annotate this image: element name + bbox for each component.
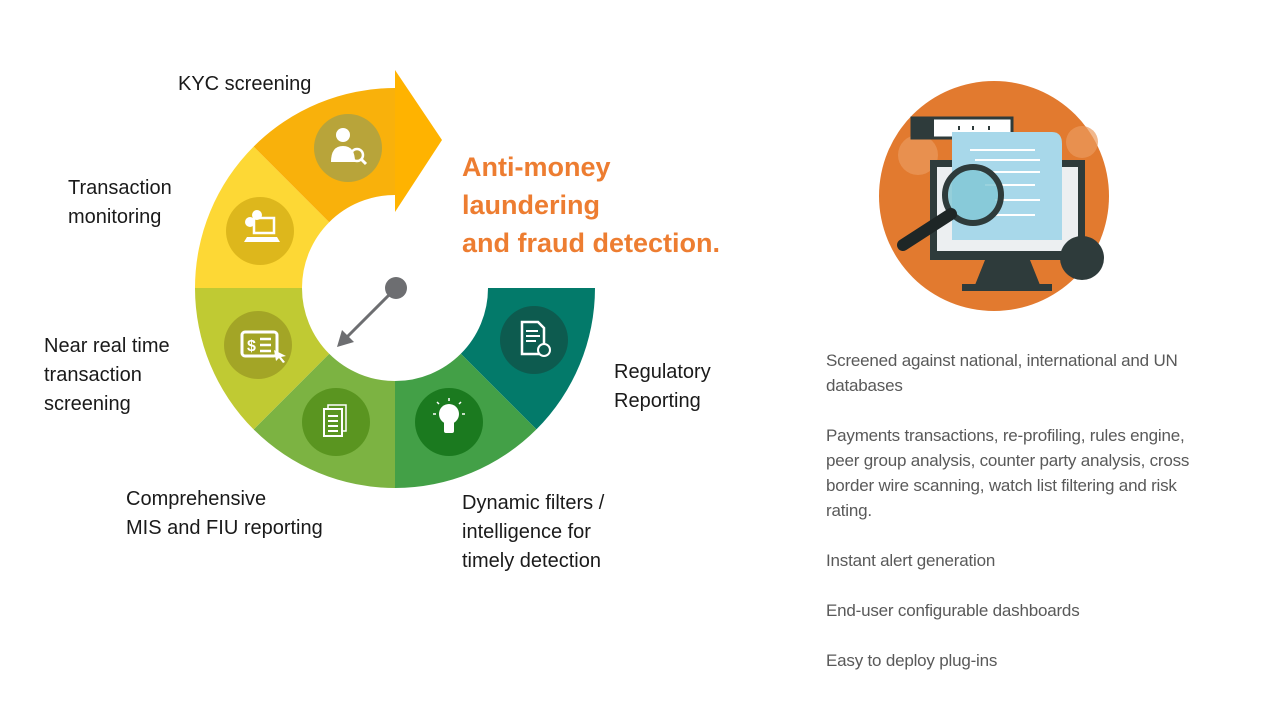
title-line: Anti-money [462,152,611,182]
feature-item: End-user configurable dashboards [826,601,1080,620]
certified-document-icon [500,306,568,374]
label-line: screening [44,393,131,415]
label-line: Regulatory [614,361,711,383]
user-search-icon [314,114,382,182]
feature-item: Instant alert generation [826,551,996,570]
label-mis-fiu-reporting: Comprehensive MIS and FIU reporting [126,485,323,543]
label-line: timely detection [462,550,601,572]
lightbulb-icon [415,388,483,456]
pointer-arrow [337,277,407,347]
feature-item: Easy to deploy plug-ins [826,651,998,670]
svg-text:$: $ [247,338,256,355]
feature-list: Screened against national, international… [826,348,1196,698]
documents-icon [302,388,370,456]
title-line: laundering [462,190,601,220]
label-line: transaction [44,364,142,386]
label-line: Comprehensive [126,488,267,510]
page-title: Anti-money laundering and fraud detectio… [462,148,720,262]
title-line: and fraud detection. [462,228,721,258]
label-dynamic-filters: Dynamic filters / intelligence for timel… [462,489,604,576]
label-line: MIS and FIU reporting [126,517,323,539]
feature-item: Payments transactions, re-profiling, rul… [826,426,1190,520]
label-line: Dynamic filters / [462,492,605,514]
label-kyc-screening: KYC screening [178,70,311,99]
label-line: Reporting [614,390,701,412]
label-line: monitoring [68,206,162,228]
label-near-real-time: Near real time transaction screening [44,332,170,419]
arrow-head [395,70,442,212]
document-search-illustration [879,81,1109,311]
label-regulatory-reporting: Regulatory Reporting [614,358,711,416]
invoice-cursor-icon: $ [224,311,292,379]
label-line: intelligence for [462,521,591,543]
feature-item: Screened against national, international… [826,351,1178,395]
label-transaction-monitoring: Transaction monitoring [68,174,172,232]
label-line: KYC screening [178,73,312,95]
laptop-money-icon [226,197,294,265]
label-line: Transaction [68,177,172,199]
label-line: Near real time [44,335,170,357]
